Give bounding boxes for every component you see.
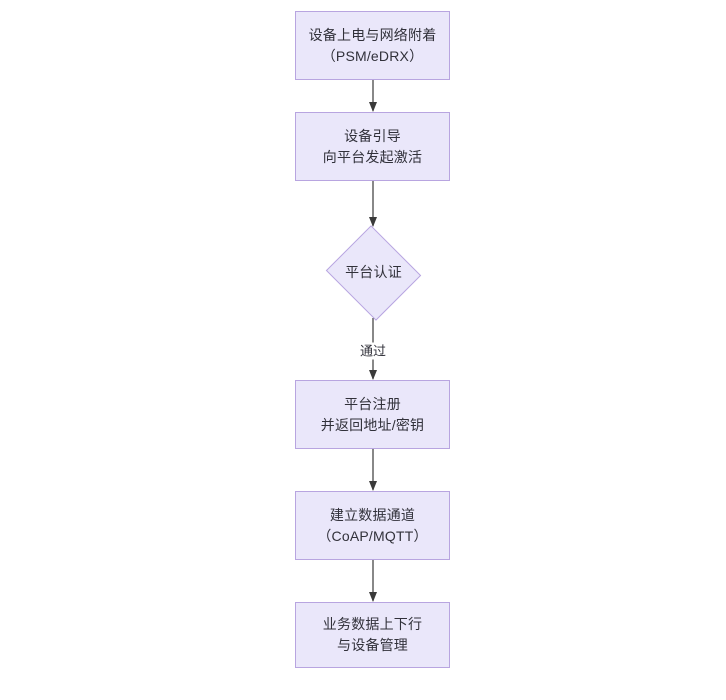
node-bootstrap[interactable]: 设备引导 向平台发起激活: [295, 112, 450, 181]
edge-label-pass: 通过: [357, 342, 389, 360]
node-service-data[interactable]: 业务数据上下行 与设备管理: [295, 602, 450, 668]
node-bootstrap-line-2: 向平台发起激活: [322, 148, 423, 165]
node-power-on[interactable]: 设备上电与网络附着 （PSM/eDRX）: [295, 11, 450, 80]
node-data-channel-line-2: （CoAP/MQTT）: [317, 527, 428, 544]
node-platform-register-line-2: 并返回地址/密钥: [320, 416, 425, 433]
node-platform-register[interactable]: 平台注册 并返回地址/密钥: [295, 380, 450, 449]
node-bootstrap-line-1: 设备引导: [344, 127, 401, 144]
node-power-on-line-1: 设备上电与网络附着: [308, 26, 437, 43]
node-data-channel-line-1: 建立数据通道: [329, 506, 416, 523]
node-power-on-line-2: （PSM/eDRX）: [321, 47, 424, 64]
node-platform-register-line-1: 平台注册: [344, 395, 401, 412]
node-service-data-line-1: 业务数据上下行: [322, 616, 423, 632]
node-platform-auth-label: 平台认证: [345, 264, 402, 280]
node-platform-auth[interactable]: 平台认证: [323, 224, 424, 321]
node-service-data-line-2: 与设备管理: [337, 637, 408, 653]
node-data-channel[interactable]: 建立数据通道 （CoAP/MQTT）: [295, 491, 450, 560]
